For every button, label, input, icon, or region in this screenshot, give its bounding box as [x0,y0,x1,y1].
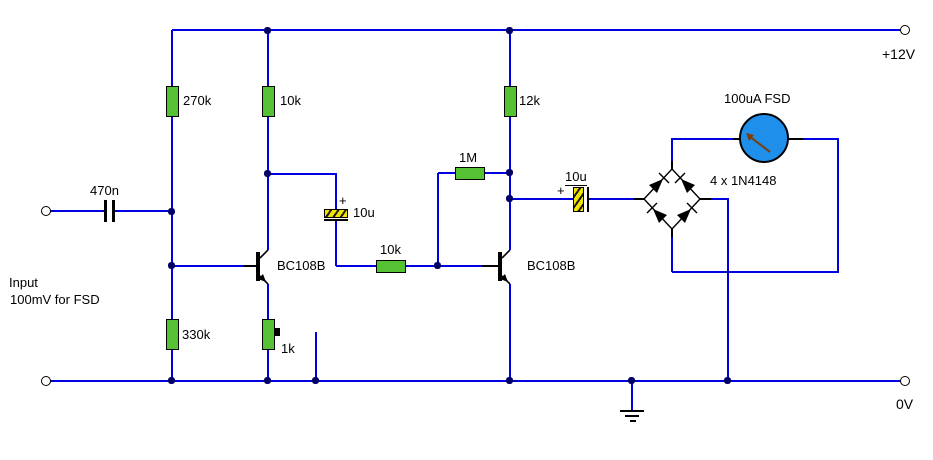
meter-dial [739,113,789,163]
cap-10u-2-label: 10u [565,169,587,186]
junction-dot [506,27,513,34]
wire-right-vertex [711,198,728,200]
wire-top-rail [172,29,904,31]
wire-ground-drop [631,381,633,410]
resistor-1k-preset [262,319,275,350]
diode-bridge-symbol [634,161,711,237]
junction-dot [506,377,513,384]
wire-cap1-bottom [335,221,337,266]
resistor-12k-label: 12k [519,93,540,108]
wire-right-vertex-down [727,198,729,381]
transistor-q2-label: BC108B [527,258,576,273]
junction-dot [506,195,513,202]
wire-collector1-a [267,30,269,86]
wire-cap1-top [335,173,337,209]
cap-470n-plate-right [112,200,115,222]
input-ground-terminal [41,376,51,386]
resistor-1k-label: 1k [281,341,295,356]
diode-1n4148 [649,179,663,193]
resistor-10k-series-label: 10k [380,242,401,257]
resistor-12k [504,86,517,117]
wire-emitter1-b [267,349,269,381]
wire-collector2-a [509,30,511,86]
transistor-q1-symbol [244,249,269,285]
wire-cap1-to-r10k [336,265,377,267]
meter-label: 100uA FSD [724,91,791,106]
wire-collector1-b [267,116,269,250]
resistor-1m-label: 1M [459,150,478,165]
wire-cap2-to-bridge [589,198,634,200]
wire-left-trunk-c [171,349,173,381]
wire-meter-down [837,138,839,273]
wire-bridge-top-v [671,138,673,162]
resistor-270k [166,86,179,117]
cap-10u-1-plus: + [339,193,347,208]
wire-left-trunk-b [171,116,173,319]
junction-dot [168,262,175,269]
cap-470n-label: 470n [90,183,119,198]
resistor-330k [166,319,179,350]
wire-base-q2 [438,265,482,267]
cap-10u-1-positive-plate [324,209,348,218]
wire-meter-right [803,138,838,140]
junction-dot [628,377,635,384]
resistor-1m [455,167,485,180]
input-label-line1: Input [9,275,38,290]
junction-dot [434,262,441,269]
input-label-line2: 100mV for FSD [10,292,100,307]
transistor-q1-label: BC108B [277,258,326,273]
wire-left-trunk-a [171,30,173,86]
supply-neg-terminal [900,376,910,386]
resistor-10k-collector1-label: 10k [280,93,301,108]
junction-dot [168,208,175,215]
junction-dot [312,377,319,384]
diode-1n4148 [677,209,691,223]
junction-dot [506,169,513,176]
supply-pos-terminal [900,25,910,35]
wire-emitter2 [509,284,511,381]
junction-dot [264,27,271,34]
junction-dot [168,377,175,384]
wire-input-b [115,210,172,212]
wire-wiper-down [315,332,317,381]
wire-output [511,198,573,200]
diode-1n4148 [653,209,667,223]
resistor-10k-collector1 [262,86,275,117]
wire-input-a [49,210,105,212]
wire-bridge-bottom-v [671,237,673,272]
cap-10u-2-positive-plate [573,187,584,212]
supply-pos-label: +12V [882,46,916,62]
wire-r10k-to-node [405,265,438,267]
cap-10u-1-negative-plate [324,219,348,221]
cap-10u-2-negative-plate [587,187,589,212]
wire-emitter1-a [267,284,269,319]
wire-1m-right [484,172,510,174]
junction-dot [724,377,731,384]
wire-bottom-rail [50,380,904,382]
cap-10u-2-plus: + [557,183,565,198]
resistor-270k-label: 270k [183,93,212,108]
wire-bridge-to-meter [672,138,736,140]
ground-symbol [620,410,644,422]
wire-collector1-to-cap [268,173,336,175]
resistor-330k-label: 330k [182,327,211,342]
input-terminal [41,206,51,216]
wire-collector2-b [509,116,511,250]
junction-dot [264,377,271,384]
cap-470n-plate-left [104,200,107,222]
diode-1n4148 [681,179,695,193]
supply-neg-label: 0V [896,396,914,412]
transistor-q2-symbol [482,249,511,285]
resistor-10k-series [376,260,406,273]
cap-10u-1-label: 10u [353,205,375,220]
junction-dot [264,170,271,177]
wire-bottom-link [672,271,839,273]
wire-1m-left [438,172,455,174]
wire-feedback-riser [437,173,439,266]
wire-base-q1 [172,265,244,267]
diode-bridge-label: 4 x 1N4148 [710,173,777,188]
preset-wiper-tab [275,328,280,336]
